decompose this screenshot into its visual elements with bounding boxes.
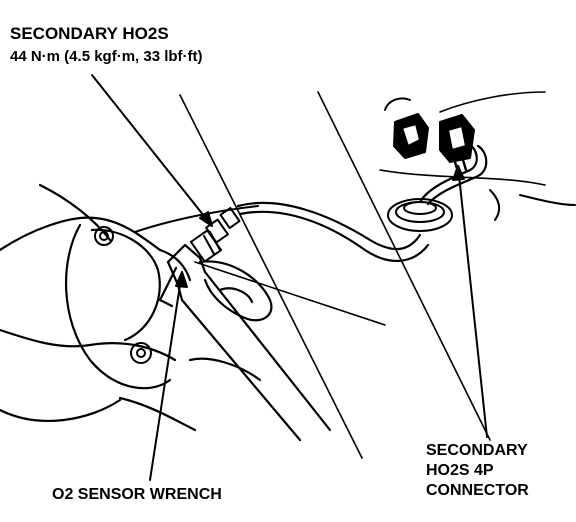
connector-harness xyxy=(418,143,488,206)
leader-lines xyxy=(91,74,488,481)
secondary-ho2s-name: SECONDARY HO2S xyxy=(10,24,169,43)
sensor-harness xyxy=(236,201,430,263)
reference-lines xyxy=(179,91,546,459)
exhaust-body xyxy=(0,183,262,432)
underbody xyxy=(134,189,576,233)
flange-bolts xyxy=(94,226,152,364)
o2-sensor-wrench-label: O2 SENSOR WRENCH xyxy=(52,486,222,503)
connector-label-line1: SECONDARY xyxy=(426,442,528,459)
secondary-ho2s-connector-label: SECONDARY HO2S 4P CONNECTOR xyxy=(426,441,529,501)
wrench-shape xyxy=(158,243,332,442)
grommet xyxy=(387,198,453,232)
connector-label-line3: CONNECTOR xyxy=(426,482,529,499)
secondary-ho2s-label: SECONDARY HO2S 44 N·m (4.5 kgf·m, 33 lbf… xyxy=(10,24,203,65)
connector-halves xyxy=(384,97,475,174)
connector-label-line2: HO2S 4P xyxy=(426,462,494,479)
secondary-ho2s-torque: 44 N·m (4.5 kgf·m, 33 lbf·ft) xyxy=(10,47,203,65)
